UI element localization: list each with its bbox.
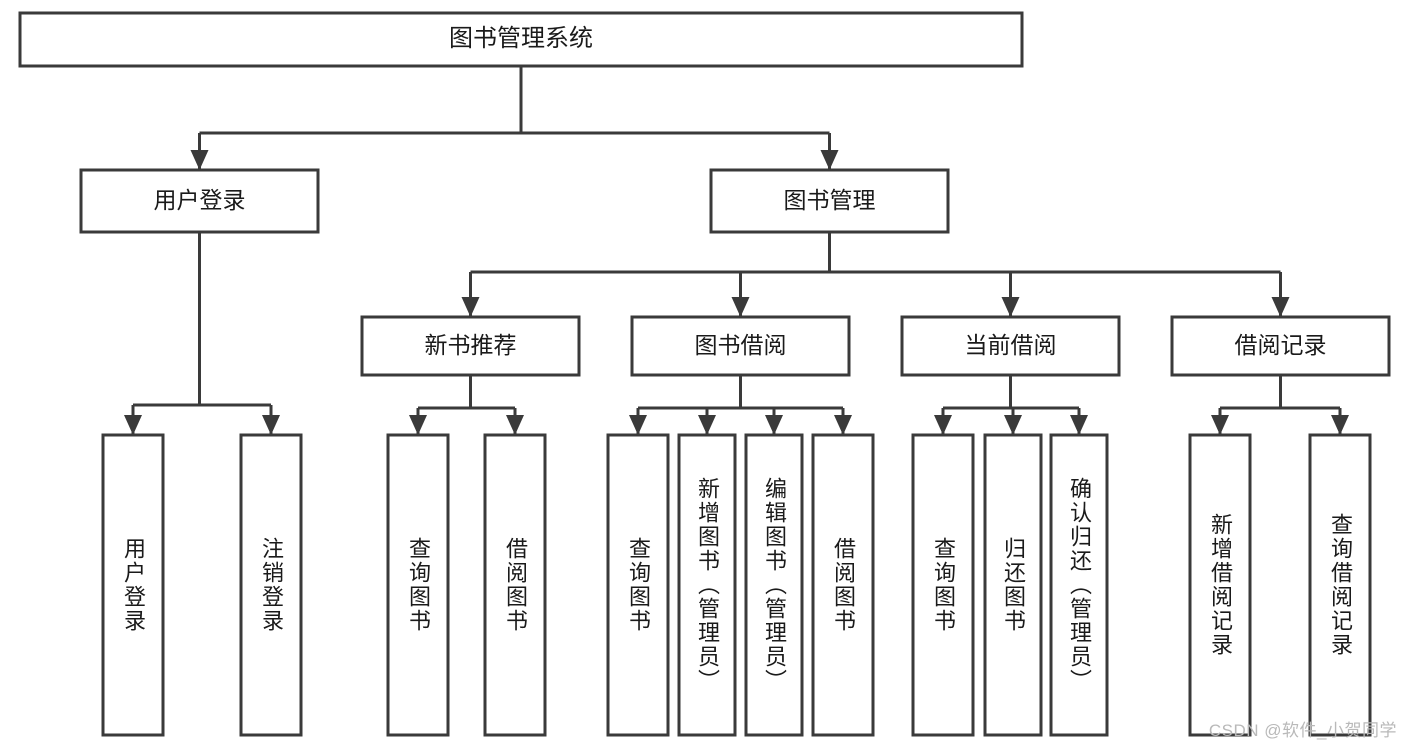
edges-layer bbox=[124, 66, 1349, 435]
node-box-leaf-edit-book[interactable] bbox=[744, 433, 804, 737]
arrow-head-icon bbox=[820, 150, 839, 170]
arrow-head-icon bbox=[698, 415, 716, 435]
node-box-leaf-add-book[interactable] bbox=[677, 433, 737, 737]
arrow-head-icon bbox=[934, 415, 952, 435]
node-box-new-book-recommend[interactable] bbox=[360, 315, 581, 377]
arrow-head-icon bbox=[1070, 415, 1088, 435]
node-box-book-borrow[interactable] bbox=[630, 315, 851, 377]
node-box-current-borrow[interactable] bbox=[900, 315, 1121, 377]
boxes-layer bbox=[18, 11, 1391, 737]
arrow-head-icon bbox=[124, 415, 142, 435]
arrow-head-icon bbox=[1331, 415, 1349, 435]
node-box-user-login[interactable] bbox=[79, 168, 320, 234]
node-box-leaf-borrow-book-1[interactable] bbox=[483, 433, 547, 737]
node-box-leaf-borrow-book-2[interactable] bbox=[811, 433, 875, 737]
arrow-head-icon bbox=[409, 415, 427, 435]
node-box-leaf-logout[interactable] bbox=[239, 433, 303, 737]
node-box-leaf-query-record[interactable] bbox=[1308, 433, 1372, 737]
node-box-leaf-user-login[interactable] bbox=[101, 433, 165, 737]
arrow-head-icon bbox=[1004, 415, 1022, 435]
arrow-head-icon bbox=[506, 415, 524, 435]
node-box-leaf-add-record[interactable] bbox=[1188, 433, 1252, 737]
arrow-head-icon bbox=[262, 415, 280, 435]
arrow-head-icon bbox=[1001, 297, 1020, 317]
node-box-leaf-query-book-2[interactable] bbox=[606, 433, 670, 737]
arrow-head-icon bbox=[1211, 415, 1229, 435]
node-box-leaf-return-book[interactable] bbox=[983, 433, 1043, 737]
arrow-head-icon bbox=[461, 297, 480, 317]
arrow-head-icon bbox=[834, 415, 852, 435]
node-box-root[interactable] bbox=[18, 11, 1024, 68]
node-box-leaf-query-book-1[interactable] bbox=[386, 433, 450, 737]
arrow-head-icon bbox=[629, 415, 647, 435]
arrow-head-icon bbox=[731, 297, 750, 317]
watermark-text: CSDN @软件_小贺同学 bbox=[1208, 721, 1397, 740]
arrow-head-icon bbox=[765, 415, 783, 435]
node-box-borrow-record[interactable] bbox=[1170, 315, 1391, 377]
node-box-leaf-query-book-3[interactable] bbox=[911, 433, 975, 737]
node-box-book-manage[interactable] bbox=[709, 168, 950, 234]
node-box-leaf-confirm-return[interactable] bbox=[1049, 433, 1109, 737]
arrow-head-icon bbox=[1271, 297, 1290, 317]
arrow-head-icon bbox=[190, 150, 209, 170]
